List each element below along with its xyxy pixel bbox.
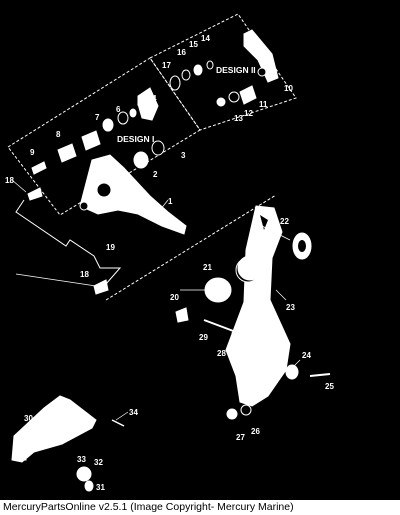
- callout-13: 13: [234, 114, 243, 123]
- long-plate: [225, 205, 291, 407]
- design-2-label: DESIGN II: [216, 65, 256, 75]
- design-2-washers: [169, 60, 214, 91]
- callout-28: 28: [217, 349, 226, 358]
- bolt-29: [203, 319, 237, 333]
- bushing-21: [204, 255, 263, 303]
- pedal-lever: [79, 154, 187, 235]
- callout-32: 32: [94, 458, 103, 467]
- rod-end-lower: [93, 279, 109, 295]
- callout-5: 5: [137, 99, 142, 108]
- nut-31: [84, 480, 94, 492]
- callout-15: 15: [189, 40, 198, 49]
- design-2-arm: [243, 29, 279, 83]
- callout-14: 14: [201, 34, 210, 43]
- design-2-bushings: [216, 85, 257, 107]
- callout-10: 10: [284, 84, 293, 93]
- callout-3: 3: [181, 151, 186, 160]
- callout-24: 24: [302, 351, 311, 360]
- washer-33: [76, 466, 92, 482]
- design-1-parts: [31, 87, 165, 175]
- callout-1: 1: [168, 197, 173, 206]
- callout-30: 30: [24, 414, 33, 423]
- callout-21: 21: [203, 263, 212, 272]
- nut-28: [231, 329, 241, 339]
- callout-26: 26: [251, 427, 260, 436]
- spacer-24: [285, 364, 299, 380]
- callout-11: 11: [259, 100, 268, 109]
- rod-end-upper: [27, 187, 43, 201]
- callout-7: 7: [95, 113, 100, 122]
- callout-17: 17: [162, 61, 171, 70]
- callout-29: 29: [199, 333, 208, 342]
- image-caption: MercuryPartsOnline v2.5.1 (Image Copyrig…: [3, 501, 294, 513]
- callout-27: 27: [236, 433, 245, 442]
- screw-34: [111, 419, 125, 427]
- callout-12: 12: [244, 109, 253, 118]
- callout-18-lower: 18: [80, 270, 89, 279]
- callout-22: 22: [280, 217, 289, 226]
- assembly-guide-line: [105, 194, 277, 301]
- bracket-30: [11, 395, 97, 463]
- callout-20: 20: [170, 293, 179, 302]
- callout-18-upper: 18: [5, 176, 14, 185]
- callout-31: 31: [96, 483, 105, 492]
- callout-16: 16: [177, 48, 186, 57]
- callout-23: 23: [286, 303, 295, 312]
- design-1-label: DESIGN I: [117, 134, 154, 144]
- callout-8: 8: [56, 130, 61, 139]
- bolt-20: [175, 307, 189, 323]
- callout-33: 33: [77, 455, 86, 464]
- callout-9: 9: [30, 148, 35, 157]
- washer-22: [292, 232, 312, 260]
- leader-lines: [11, 179, 301, 421]
- callout-2: 2: [153, 170, 158, 179]
- washer-26: [240, 404, 252, 416]
- nut-27: [226, 408, 238, 420]
- bolt-25: [309, 373, 331, 377]
- callout-34: 34: [129, 408, 138, 417]
- callout-19: 19: [106, 243, 115, 252]
- cable-rod: [15, 199, 122, 293]
- callout-4: 4: [152, 94, 157, 103]
- exploded-parts-diagram: DESIGN I DESIGN II 1 2 3 4 5 6 7 8 9 10 …: [5, 13, 334, 492]
- callout-6: 6: [116, 105, 121, 114]
- callout-25: 25: [325, 382, 334, 391]
- caption-bar: MercuryPartsOnline v2.5.1 (Image Copyrig…: [0, 500, 400, 515]
- design-2-box: [149, 13, 297, 131]
